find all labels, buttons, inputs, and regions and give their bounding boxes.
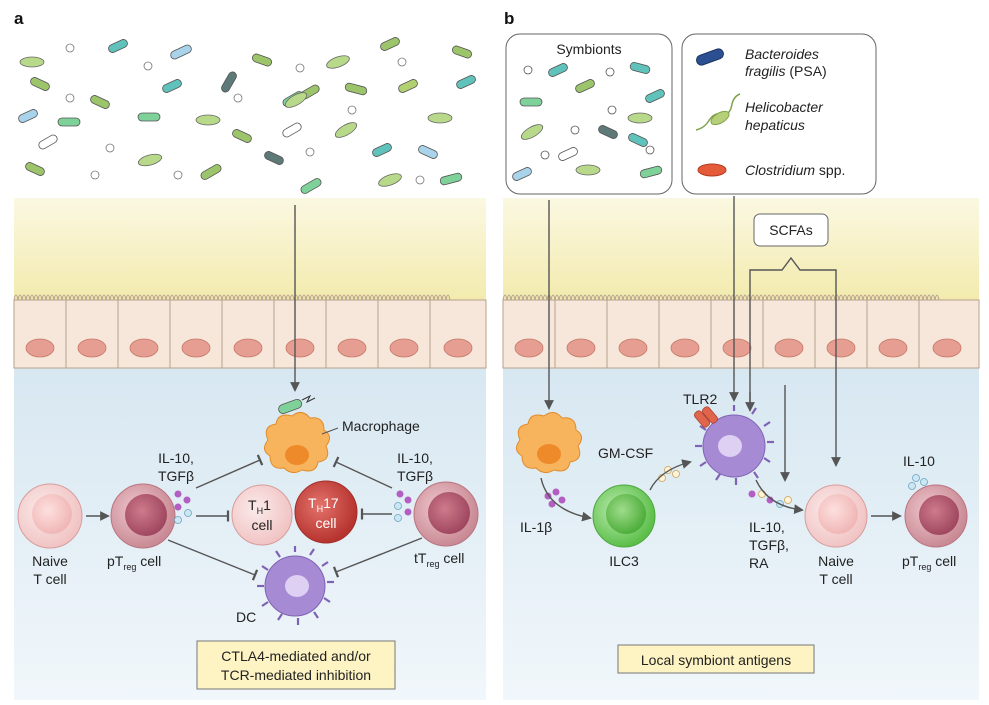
il10-b-2: TGFβ, [749, 537, 789, 553]
ptreg-cell-b [904, 484, 968, 548]
legend-clostridium: Clostridium spp. [745, 162, 845, 178]
scfas-label: SCFAs [769, 222, 813, 238]
th1-cell [231, 484, 293, 546]
legend-bacteroides-2: fragilis (PSA) [745, 63, 827, 79]
panel-b: b Symbionts [502, 9, 980, 700]
naive-label-1: Naive [32, 553, 68, 569]
naive-b-label-1: Naive [818, 553, 854, 569]
dendritic-cell-a [257, 546, 334, 625]
gmcsf-label: GM-CSF [598, 445, 653, 461]
panel-b-letter: b [504, 9, 514, 28]
caption-b: Local symbiont antigens [641, 652, 791, 668]
dc-label: DC [236, 609, 256, 625]
caption-box-b: Local symbiont antigens [617, 644, 815, 674]
ttreg-cell-a [413, 481, 479, 547]
il1b-arrow [540, 477, 592, 522]
dc-to-naive-arrow [755, 479, 804, 514]
naive-t-cell-b [804, 484, 868, 548]
il10-b-3: RA [749, 555, 769, 571]
naive-t-cell-a [17, 483, 83, 549]
il10-left-1: IL-10, [158, 450, 194, 466]
legend-bacteroides-1: Bacteroides [745, 46, 819, 62]
tlr2-label: TLR2 [683, 391, 717, 407]
macrophage-leader [321, 427, 339, 435]
ptreg-cell-a [110, 483, 176, 549]
il10-right-2: TGFβ [397, 468, 433, 484]
th17-label: TH17 [308, 495, 339, 514]
tlr2-receptor-icon [693, 406, 719, 428]
ilc3-label: ILC3 [609, 553, 639, 569]
ptreg-label-b: pTreg cell [902, 553, 956, 572]
il1b-label: IL-1β [520, 519, 552, 535]
caption-a-1: CTLA4-mediated and/or [221, 648, 371, 664]
legend-helicobacter-2: hepaticus [745, 117, 805, 133]
caption-box-a: CTLA4-mediated and/or TCR-mediated inhib… [196, 640, 396, 690]
ttreg-inhibit-macrophage [332, 456, 393, 489]
scfas-bracket [749, 256, 841, 467]
il10-b-1: IL-10, [749, 519, 785, 535]
ptreg-inhibit-macrophage [195, 454, 264, 489]
th1-cell-label: cell [251, 517, 272, 533]
microbiota-a [18, 37, 476, 194]
dendritic-cell-b [695, 405, 774, 485]
symbionts-title: Symbionts [556, 41, 621, 57]
il10-b-top-dots [908, 474, 928, 490]
ttreg-label-a: tTreg cell [414, 550, 464, 569]
panel-a-letter: a [14, 9, 24, 28]
epithelium-b [502, 294, 980, 369]
il10-right-1: IL-10, [397, 450, 433, 466]
bacteroides-icon [696, 48, 724, 66]
symbionts-box: Symbionts [505, 33, 673, 195]
ptreg-label-a: pTreg cell [107, 553, 161, 572]
naive-label-2: T cell [33, 571, 66, 587]
caption-a-2: TCR-mediated inhibition [221, 667, 371, 683]
macrophage-cell-a [264, 412, 330, 474]
panel-a: a [13, 9, 487, 700]
legend-box: Bacteroides fragilis (PSA) Helicobacter … [681, 33, 877, 195]
th1-label: TH1 [248, 497, 271, 516]
epithelium-a [13, 294, 487, 369]
cytokine-dots-left [174, 490, 192, 524]
ilc3-cell [592, 484, 656, 548]
flagellum-icon [301, 394, 316, 404]
ttreg-inhibit-dc [332, 537, 423, 578]
clostridium-icon [697, 163, 727, 177]
naive-b-label-2: T cell [819, 571, 852, 587]
th17-cell [294, 480, 358, 544]
bacterium-icon [278, 399, 303, 414]
il10-b-top: IL-10 [903, 453, 935, 469]
legend-helicobacter-1: Helicobacter [745, 99, 824, 115]
ptreg-inhibit-dc [167, 539, 259, 581]
scfas-box: SCFAs [753, 213, 829, 247]
lumen-a [14, 198, 486, 306]
macrophage-label: Macrophage [342, 418, 420, 434]
macrophage-cell-b [516, 412, 582, 474]
th17-cell-label: cell [315, 515, 336, 531]
il10-left-2: TGFβ [158, 468, 194, 484]
cytokine-dots-right [394, 490, 412, 522]
gmcsf-arrow [649, 459, 692, 491]
lumen-b [503, 198, 979, 306]
